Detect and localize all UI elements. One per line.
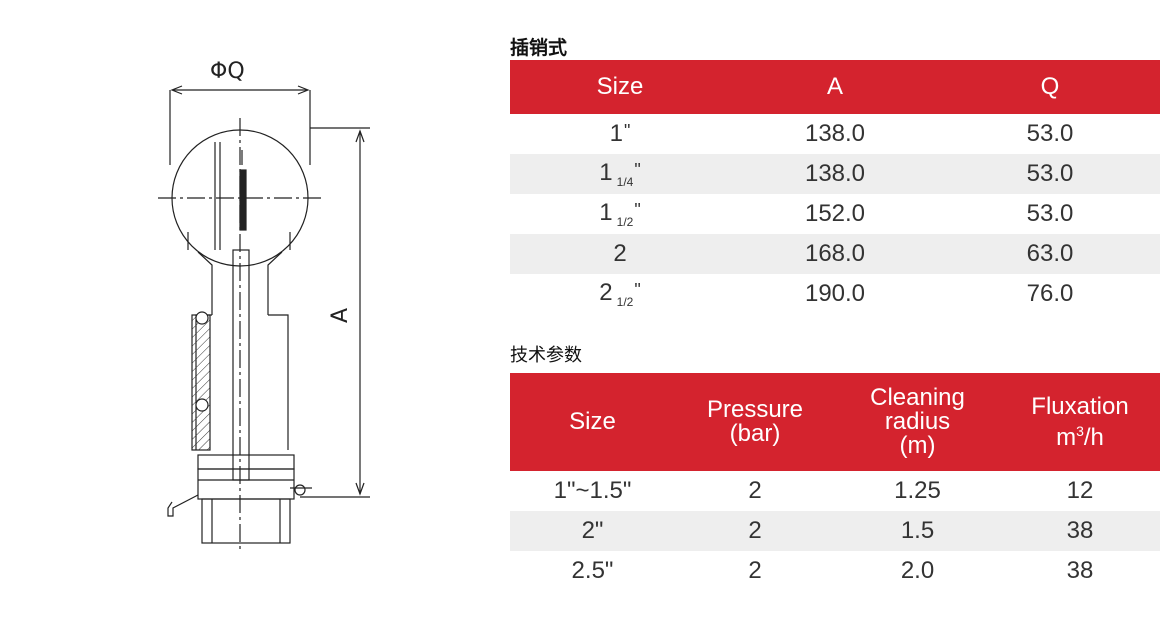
dim-q-label: ΦQ xyxy=(210,59,245,84)
t1-header-q: Q xyxy=(940,60,1160,114)
t2-size-cell: 2.5" xyxy=(571,557,614,584)
t2-size-cell: 2" xyxy=(510,511,675,551)
q-arrow-right xyxy=(297,85,310,95)
table-row: 1" 138.0 53.0 xyxy=(510,114,1160,154)
technical-parameters-table: Size Pressure (bar) Cleaning radius (m) … xyxy=(510,373,1160,591)
table-row: 2" 2 1.5 38 xyxy=(510,511,1160,551)
t2-size-cell: 1"~1.5" xyxy=(553,477,632,504)
t2-radius-cell: 1.5 xyxy=(835,511,1000,551)
table1-title: 插销式 xyxy=(510,37,568,59)
dim-a-label: A xyxy=(328,308,353,323)
t2-pressure-cell: 2 xyxy=(748,477,762,504)
t2-pressure-cell: 2 xyxy=(748,557,762,584)
t1-header-a: A xyxy=(730,60,940,114)
t2-header-cleaning-radius: Cleaning radius (m) xyxy=(835,373,1000,471)
t1-a-cell: 138.0 xyxy=(804,120,866,147)
t2-pressure-cell: 2 xyxy=(675,511,835,551)
t1-q-cell: 53.0 xyxy=(940,154,1160,194)
a-arrow-bottom xyxy=(355,482,365,496)
table2-title: 技术参数 xyxy=(510,345,582,366)
t2-radius-cell: 1.25 xyxy=(894,477,941,504)
table-row: 1"~1.5" 2 1.25 12 xyxy=(510,471,1160,511)
t2-header-pressure: Pressure (bar) xyxy=(675,373,835,471)
t1-a-cell: 168.0 xyxy=(730,234,940,274)
t1-a-cell: 152.0 xyxy=(804,200,866,227)
t2-flux-cell: 12 xyxy=(1066,477,1094,504)
t1-a-cell: 138.0 xyxy=(730,154,940,194)
t2-flux-cell: 38 xyxy=(1000,511,1160,551)
q-arrow-left xyxy=(170,85,183,95)
t1-a-cell: 190.0 xyxy=(804,280,866,307)
a-arrow-top xyxy=(355,129,365,143)
t1-q-cell: 53.0 xyxy=(1026,200,1074,227)
table-row: 2.5" 2 2.0 38 xyxy=(510,551,1160,591)
t2-flux-cell: 38 xyxy=(1066,557,1094,584)
table-row: 2 168.0 63.0 xyxy=(510,234,1160,274)
technical-drawing-svg: ΦQ A xyxy=(158,59,370,550)
t1-size-cell: 2 xyxy=(510,234,730,274)
t2-header-size: Size xyxy=(510,373,675,471)
t2-radius-cell: 2.0 xyxy=(900,557,935,584)
t1-q-cell: 76.0 xyxy=(1026,280,1074,307)
t1-q-cell: 53.0 xyxy=(1026,120,1074,147)
spray-ball-drawing: ΦQ A xyxy=(140,50,400,560)
t1-q-cell: 63.0 xyxy=(940,234,1160,274)
t2-header-fluxation: Fluxation m3/h xyxy=(1000,373,1160,471)
t1-size-cell: 1" xyxy=(609,120,631,147)
t1-header-size: Size xyxy=(510,60,730,114)
